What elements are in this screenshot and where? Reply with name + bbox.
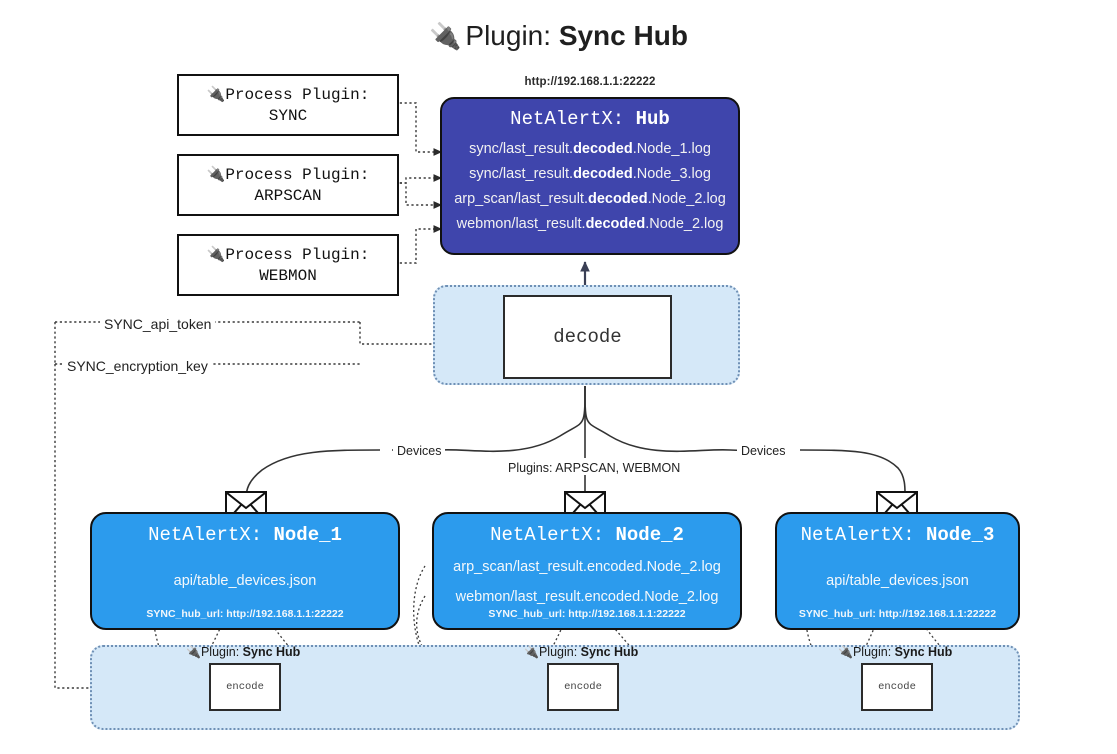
- node-hub-url-label: SYNC_hub_url: http://192.168.1.1:22222: [798, 608, 997, 620]
- electric-plug-icon: 🔌: [429, 21, 462, 51]
- node-lines: arp_scan/last_result.encoded.Node_2.log …: [434, 552, 740, 612]
- sync-hub-plugin-label: 🔌Plugin: Sync Hub: [524, 645, 638, 659]
- electric-plug-icon: 🔌: [206, 244, 226, 263]
- hub-title: NetAlertX: Hub: [442, 108, 738, 130]
- node-title: NetAlertX: Node_2: [434, 524, 740, 546]
- node-title-name: Node_2: [615, 524, 684, 546]
- node-box-node-2[interactable]: NetAlertX: Node_2 arp_scan/last_result.e…: [432, 512, 742, 630]
- process-plugin-name: SYNC: [268, 106, 308, 125]
- plugin-label-name: Sync Hub: [242, 645, 301, 659]
- decode-box[interactable]: decode: [503, 295, 672, 379]
- edge-label-plugins: Plugins: ARPSCAN, WEBMON: [504, 461, 685, 475]
- page-title: 🔌Plugin: Sync Hub: [0, 14, 1117, 58]
- node-title-name: Node_3: [926, 524, 995, 546]
- process-plugin-box-arpscan[interactable]: 🔌Process Plugin: ARPSCAN: [177, 154, 399, 216]
- node-title-name: Node_1: [273, 524, 342, 546]
- hub-title-name: Hub: [635, 108, 670, 130]
- electric-plug-icon: 🔌: [206, 164, 226, 183]
- hub-log-line: webmon/last_result.decoded.Node_2.log: [456, 216, 724, 232]
- node-lines: api/table_devices.json: [777, 552, 1018, 610]
- node-lines: api/table_devices.json: [92, 552, 398, 610]
- node-hub-url-label: SYNC_hub_url: http://192.168.1.1:22222: [146, 608, 344, 620]
- node-box-node-3[interactable]: NetAlertX: Node_3 api/table_devices.json…: [775, 512, 1020, 630]
- hub-log-line: sync/last_result.decoded.Node_1.log: [469, 141, 711, 157]
- plugin-label-prefix: Plugin:: [200, 645, 243, 659]
- node-title: NetAlertX: Node_3: [777, 524, 1018, 546]
- sync-api-token-label: SYNC_api_token: [100, 316, 216, 332]
- hub-log-line: arp_scan/last_result.decoded.Node_2.log: [454, 191, 726, 207]
- electric-plug-icon: 🔌: [838, 645, 853, 659]
- sync-encryption-key-label: SYNC_encryption_key: [63, 358, 212, 374]
- hub-box[interactable]: NetAlertX: Hub sync/last_result.decoded.…: [440, 97, 740, 255]
- node-title-prefix: NetAlertX:: [148, 524, 274, 546]
- process-plugin-box-webmon[interactable]: 🔌Process Plugin: WEBMON: [177, 234, 399, 296]
- token-routing-lines: [54, 321, 501, 692]
- devices-edges: [245, 385, 906, 500]
- node-box-node-1[interactable]: NetAlertX: Node_1 api/table_devices.json…: [90, 512, 400, 630]
- plugin-label-prefix: Plugin:: [538, 645, 581, 659]
- edge-label-devices-left: Devices: [393, 444, 446, 458]
- electric-plug-icon: 🔌: [186, 645, 201, 659]
- node-line: webmon/last_result.encoded.Node_2.log: [455, 589, 719, 605]
- hub-log-list: sync/last_result.decoded.Node_1.log sync…: [442, 137, 738, 237]
- node-title: NetAlertX: Node_1: [92, 524, 398, 546]
- electric-plug-icon: 🔌: [206, 84, 226, 103]
- encode-box[interactable]: encode: [861, 663, 933, 711]
- process-plugin-head: Process Plugin:: [225, 85, 370, 104]
- page-title-name: Sync Hub: [558, 20, 688, 51]
- process-plugin-name: WEBMON: [259, 266, 317, 285]
- encode-box[interactable]: encode: [209, 663, 281, 711]
- process-plugin-head: Process Plugin:: [225, 165, 370, 184]
- node-hub-url-label: SYNC_hub_url: http://192.168.1.1:22222: [488, 608, 686, 620]
- node-line: api/table_devices.json: [173, 573, 317, 589]
- plugin-label-name: Sync Hub: [580, 645, 639, 659]
- encode-box[interactable]: encode: [547, 663, 619, 711]
- hub-url-label: http://192.168.1.1:22222: [524, 76, 656, 88]
- electric-plug-icon: 🔌: [524, 645, 539, 659]
- sync-hub-plugin-label: 🔌Plugin: Sync Hub: [186, 645, 300, 659]
- process-plugin-head: Process Plugin:: [225, 245, 370, 264]
- process-plugin-name: ARPSCAN: [254, 186, 322, 205]
- plugin-to-hub-connectors: [395, 102, 443, 264]
- node-line: api/table_devices.json: [826, 573, 969, 589]
- plugin-label-name: Sync Hub: [894, 645, 953, 659]
- hub-title-prefix: NetAlertX:: [510, 108, 636, 130]
- page-title-prefix: Plugin:: [465, 20, 559, 51]
- node-title-prefix: NetAlertX:: [800, 524, 926, 546]
- process-plugin-box-sync[interactable]: 🔌Process Plugin: SYNC: [177, 74, 399, 136]
- node-line: arp_scan/last_result.encoded.Node_2.log: [453, 559, 721, 575]
- edge-label-devices-right: Devices: [737, 444, 790, 458]
- hub-log-line: sync/last_result.decoded.Node_3.log: [469, 166, 711, 182]
- node-title-prefix: NetAlertX:: [490, 524, 616, 546]
- sync-hub-plugin-label: 🔌Plugin: Sync Hub: [838, 645, 952, 659]
- plugin-label-prefix: Plugin:: [852, 645, 895, 659]
